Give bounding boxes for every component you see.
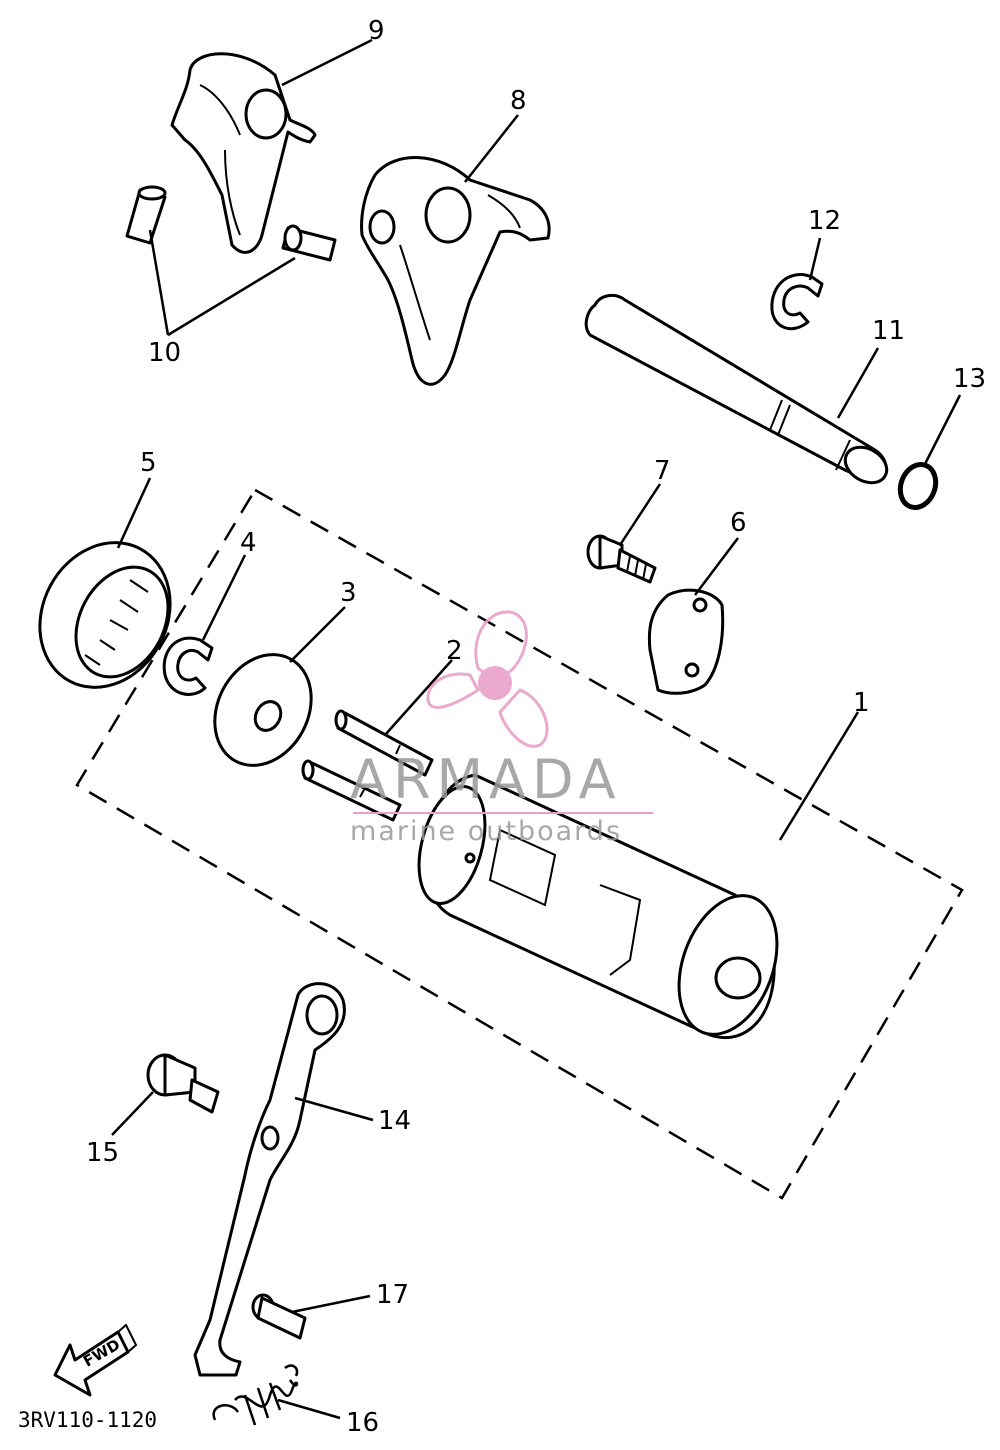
callout-10: 10 (148, 338, 182, 368)
propeller-icon (426, 610, 549, 748)
callout-7: 7 (654, 456, 671, 486)
fwd-arrow-icon (53, 1323, 138, 1397)
callout-14: 14 (378, 1106, 412, 1136)
drawing-code: 3RV110-1120 (18, 1408, 158, 1432)
callout-4: 4 (240, 528, 257, 558)
stopper-plate-6 (647, 588, 725, 695)
watermark-underline (353, 812, 653, 814)
watermark-brand: ARMADA (350, 748, 622, 811)
o-ring-13 (897, 462, 939, 510)
bolt-7 (586, 534, 657, 584)
guide-bar-11 (584, 293, 889, 485)
callout-1: 1 (853, 688, 870, 718)
washer-3 (213, 653, 313, 767)
callout-3: 3 (340, 578, 357, 608)
collar-bolt-15 (146, 1053, 220, 1114)
pin-bolt-17 (251, 1293, 307, 1340)
callout-2: 2 (446, 636, 463, 666)
callout-8: 8 (510, 86, 527, 116)
spring-16 (212, 1364, 299, 1426)
callout-17: 17 (376, 1280, 410, 1310)
watermark-tagline: marine outboards (350, 816, 623, 847)
dowel-pins-10 (125, 185, 337, 262)
shift-fork-9 (170, 52, 317, 254)
callout-9: 9 (368, 16, 385, 46)
callout-11: 11 (872, 316, 906, 346)
bearing-5 (38, 541, 172, 689)
assembly-boundary-dashed (75, 488, 964, 1200)
pins-2 (301, 709, 434, 822)
shift-fork-8 (360, 156, 551, 386)
callout-15: 15 (86, 1138, 120, 1168)
leader-lines (111, 38, 962, 1420)
shift-lever-14 (193, 982, 346, 1377)
circlip-4 (162, 636, 214, 696)
shift-drum-1 (417, 773, 779, 1040)
callout-13: 13 (953, 364, 987, 394)
callout-5: 5 (140, 448, 157, 478)
callout-16: 16 (346, 1408, 380, 1438)
callout-12: 12 (808, 206, 842, 236)
callout-6: 6 (730, 508, 747, 538)
circlip-12 (770, 273, 824, 331)
